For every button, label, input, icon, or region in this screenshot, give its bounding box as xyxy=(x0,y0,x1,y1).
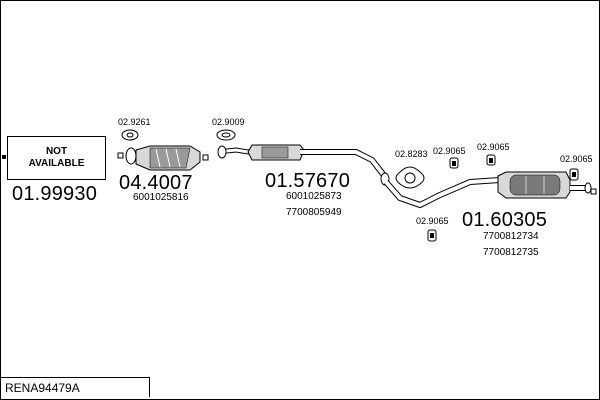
part-reference: 7700805949 xyxy=(286,207,342,218)
part-number: 01.57670 xyxy=(265,170,351,192)
rear-silencer xyxy=(383,171,592,209)
clamp-8283 xyxy=(380,166,425,189)
hanger-9065-c xyxy=(486,154,496,166)
marker-cat-right xyxy=(202,154,209,161)
part-reference: 7700812734 xyxy=(483,231,539,242)
marker-cat-left xyxy=(117,152,124,159)
hanger-9065-a xyxy=(427,229,437,242)
fitting-label: 02.9261 xyxy=(118,117,151,127)
hanger-9065-b xyxy=(449,157,459,169)
front-pipe-middle-silencer xyxy=(217,144,389,180)
fitting-label: 02.9065 xyxy=(433,146,466,156)
fitting-label: 02.8283 xyxy=(395,149,428,159)
fitting-label: 02.9065 xyxy=(416,216,449,226)
catalytic-converter xyxy=(125,145,201,171)
not-available-line1: NOT xyxy=(45,146,68,157)
part-number: 01.60305 xyxy=(462,209,548,231)
fitting-label: 02.9009 xyxy=(212,117,245,127)
gasket-9261 xyxy=(121,129,139,141)
hanger-9065-d xyxy=(569,168,579,181)
marker-left xyxy=(2,155,6,159)
part-reference: 7700812735 xyxy=(483,247,539,258)
diagram-reference-box: RENA94479A xyxy=(1,377,150,397)
gasket-9009 xyxy=(216,129,236,141)
fitting-label: 02.9065 xyxy=(560,154,593,164)
fitting-label: 02.9065 xyxy=(477,142,510,152)
part-number: 04.4007 xyxy=(119,172,193,194)
marker-right xyxy=(590,188,597,195)
part-reference: 6001025816 xyxy=(133,192,189,203)
part-reference: 6001025873 xyxy=(286,191,342,202)
part-number: 01.99930 xyxy=(12,183,98,205)
not-available-box: NOT AVAILABLE xyxy=(7,136,106,180)
not-available-line2: AVAILABLE xyxy=(28,158,85,169)
